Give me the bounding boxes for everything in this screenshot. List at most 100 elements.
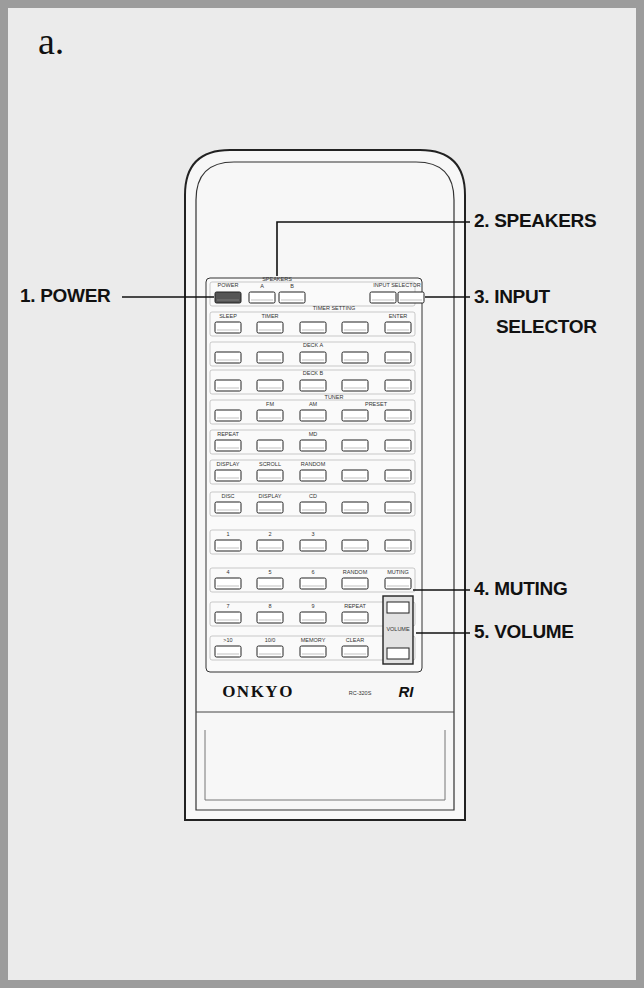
button-label: CLEAR bbox=[346, 638, 364, 644]
button-group bbox=[210, 282, 424, 664]
button-label: TIMER bbox=[261, 314, 278, 320]
button-shading bbox=[302, 330, 324, 331]
volume-button bbox=[387, 648, 409, 659]
remote-button bbox=[215, 440, 241, 451]
button-shading bbox=[251, 300, 273, 301]
button-label: 9 bbox=[311, 604, 314, 610]
model-number: RC-320S bbox=[349, 691, 372, 697]
button-label: 4 bbox=[226, 570, 229, 576]
button-label: SCROLL bbox=[259, 462, 281, 468]
button-shading bbox=[372, 300, 394, 301]
button-label: A bbox=[260, 284, 264, 290]
row-frame bbox=[210, 312, 415, 336]
button-shading bbox=[217, 448, 239, 449]
leader-lines bbox=[122, 222, 470, 633]
row-frame bbox=[210, 492, 415, 516]
remote-button bbox=[385, 540, 411, 551]
button-label: REPEAT bbox=[344, 604, 366, 610]
button-shading bbox=[281, 300, 303, 301]
button-label: DECK A bbox=[303, 343, 323, 349]
figure-letter: a. bbox=[38, 22, 64, 62]
button-label: AM bbox=[309, 402, 317, 408]
button-label: 3 bbox=[311, 532, 314, 538]
button-label: TUNER bbox=[325, 395, 344, 401]
button-shading bbox=[387, 478, 409, 479]
brand-name: ONKYO bbox=[222, 683, 294, 701]
remote-button bbox=[300, 646, 326, 657]
remote-button bbox=[385, 322, 411, 333]
leader-line bbox=[425, 296, 470, 298]
button-shading bbox=[217, 388, 239, 389]
button-label: SPEAKERS bbox=[262, 277, 292, 283]
button-label: MEMORY bbox=[301, 638, 326, 644]
button-label: INPUT SELECTOR bbox=[373, 283, 420, 289]
remote-button bbox=[215, 646, 241, 657]
button-label: VOLUME bbox=[386, 627, 409, 633]
button-label: PRESET bbox=[365, 402, 387, 408]
button-label: MUTING bbox=[387, 570, 409, 576]
button-shading bbox=[217, 418, 239, 419]
button-shading bbox=[344, 586, 366, 587]
button-shading bbox=[259, 330, 281, 331]
button-panel bbox=[206, 278, 422, 672]
button-shading bbox=[387, 586, 409, 587]
remote-button bbox=[279, 292, 305, 303]
row-frame bbox=[210, 460, 415, 484]
panel-divider bbox=[196, 712, 454, 713]
remote-button bbox=[342, 540, 368, 551]
callout-label: 3. INPUT SELECTOR bbox=[474, 282, 644, 342]
row-frame bbox=[210, 400, 415, 424]
button-shading bbox=[344, 418, 366, 419]
remote-button bbox=[257, 470, 283, 481]
button-shading bbox=[302, 418, 324, 419]
remote-button bbox=[385, 352, 411, 363]
remote-button bbox=[257, 380, 283, 391]
remote-button bbox=[370, 292, 396, 303]
button-shading bbox=[259, 510, 281, 511]
row-frame bbox=[210, 370, 415, 394]
button-shading bbox=[259, 478, 281, 479]
remote-button bbox=[257, 410, 283, 421]
button-label: 6 bbox=[311, 570, 314, 576]
remote-button bbox=[257, 540, 283, 551]
button-label: >10 bbox=[223, 638, 232, 644]
callout-label: 1. POWER bbox=[20, 286, 111, 306]
row-frame bbox=[210, 530, 415, 554]
button-label: MD bbox=[309, 432, 318, 438]
button-shading bbox=[344, 620, 366, 621]
row-frame bbox=[210, 568, 415, 592]
remote-button bbox=[300, 322, 326, 333]
button-shading bbox=[302, 620, 324, 621]
button-label: DISPLAY bbox=[217, 462, 240, 468]
remote-button bbox=[385, 380, 411, 391]
button-shading bbox=[387, 418, 409, 419]
remote-button bbox=[257, 440, 283, 451]
remote-button bbox=[215, 410, 241, 421]
callout-label: 4. MUTING bbox=[474, 579, 567, 599]
button-shading bbox=[387, 330, 409, 331]
button-shading bbox=[217, 620, 239, 621]
button-shading bbox=[217, 510, 239, 511]
button-shading bbox=[302, 360, 324, 361]
battery-cover bbox=[205, 730, 445, 800]
remote-button bbox=[215, 292, 241, 303]
button-shading bbox=[259, 388, 281, 389]
remote-button bbox=[249, 292, 275, 303]
remote-button bbox=[300, 470, 326, 481]
remote-button bbox=[215, 470, 241, 481]
row-frame bbox=[210, 342, 415, 366]
remote-body bbox=[185, 150, 465, 820]
button-shading bbox=[344, 360, 366, 361]
button-label: DECK B bbox=[303, 371, 323, 377]
remote-button bbox=[342, 352, 368, 363]
button-shading bbox=[387, 510, 409, 511]
remote-button bbox=[257, 352, 283, 363]
button-label: REPEAT bbox=[217, 432, 239, 438]
leader-line bbox=[413, 589, 470, 591]
remote-button bbox=[385, 410, 411, 421]
button-shading bbox=[344, 330, 366, 331]
remote-button bbox=[215, 380, 241, 391]
remote-button bbox=[257, 578, 283, 589]
